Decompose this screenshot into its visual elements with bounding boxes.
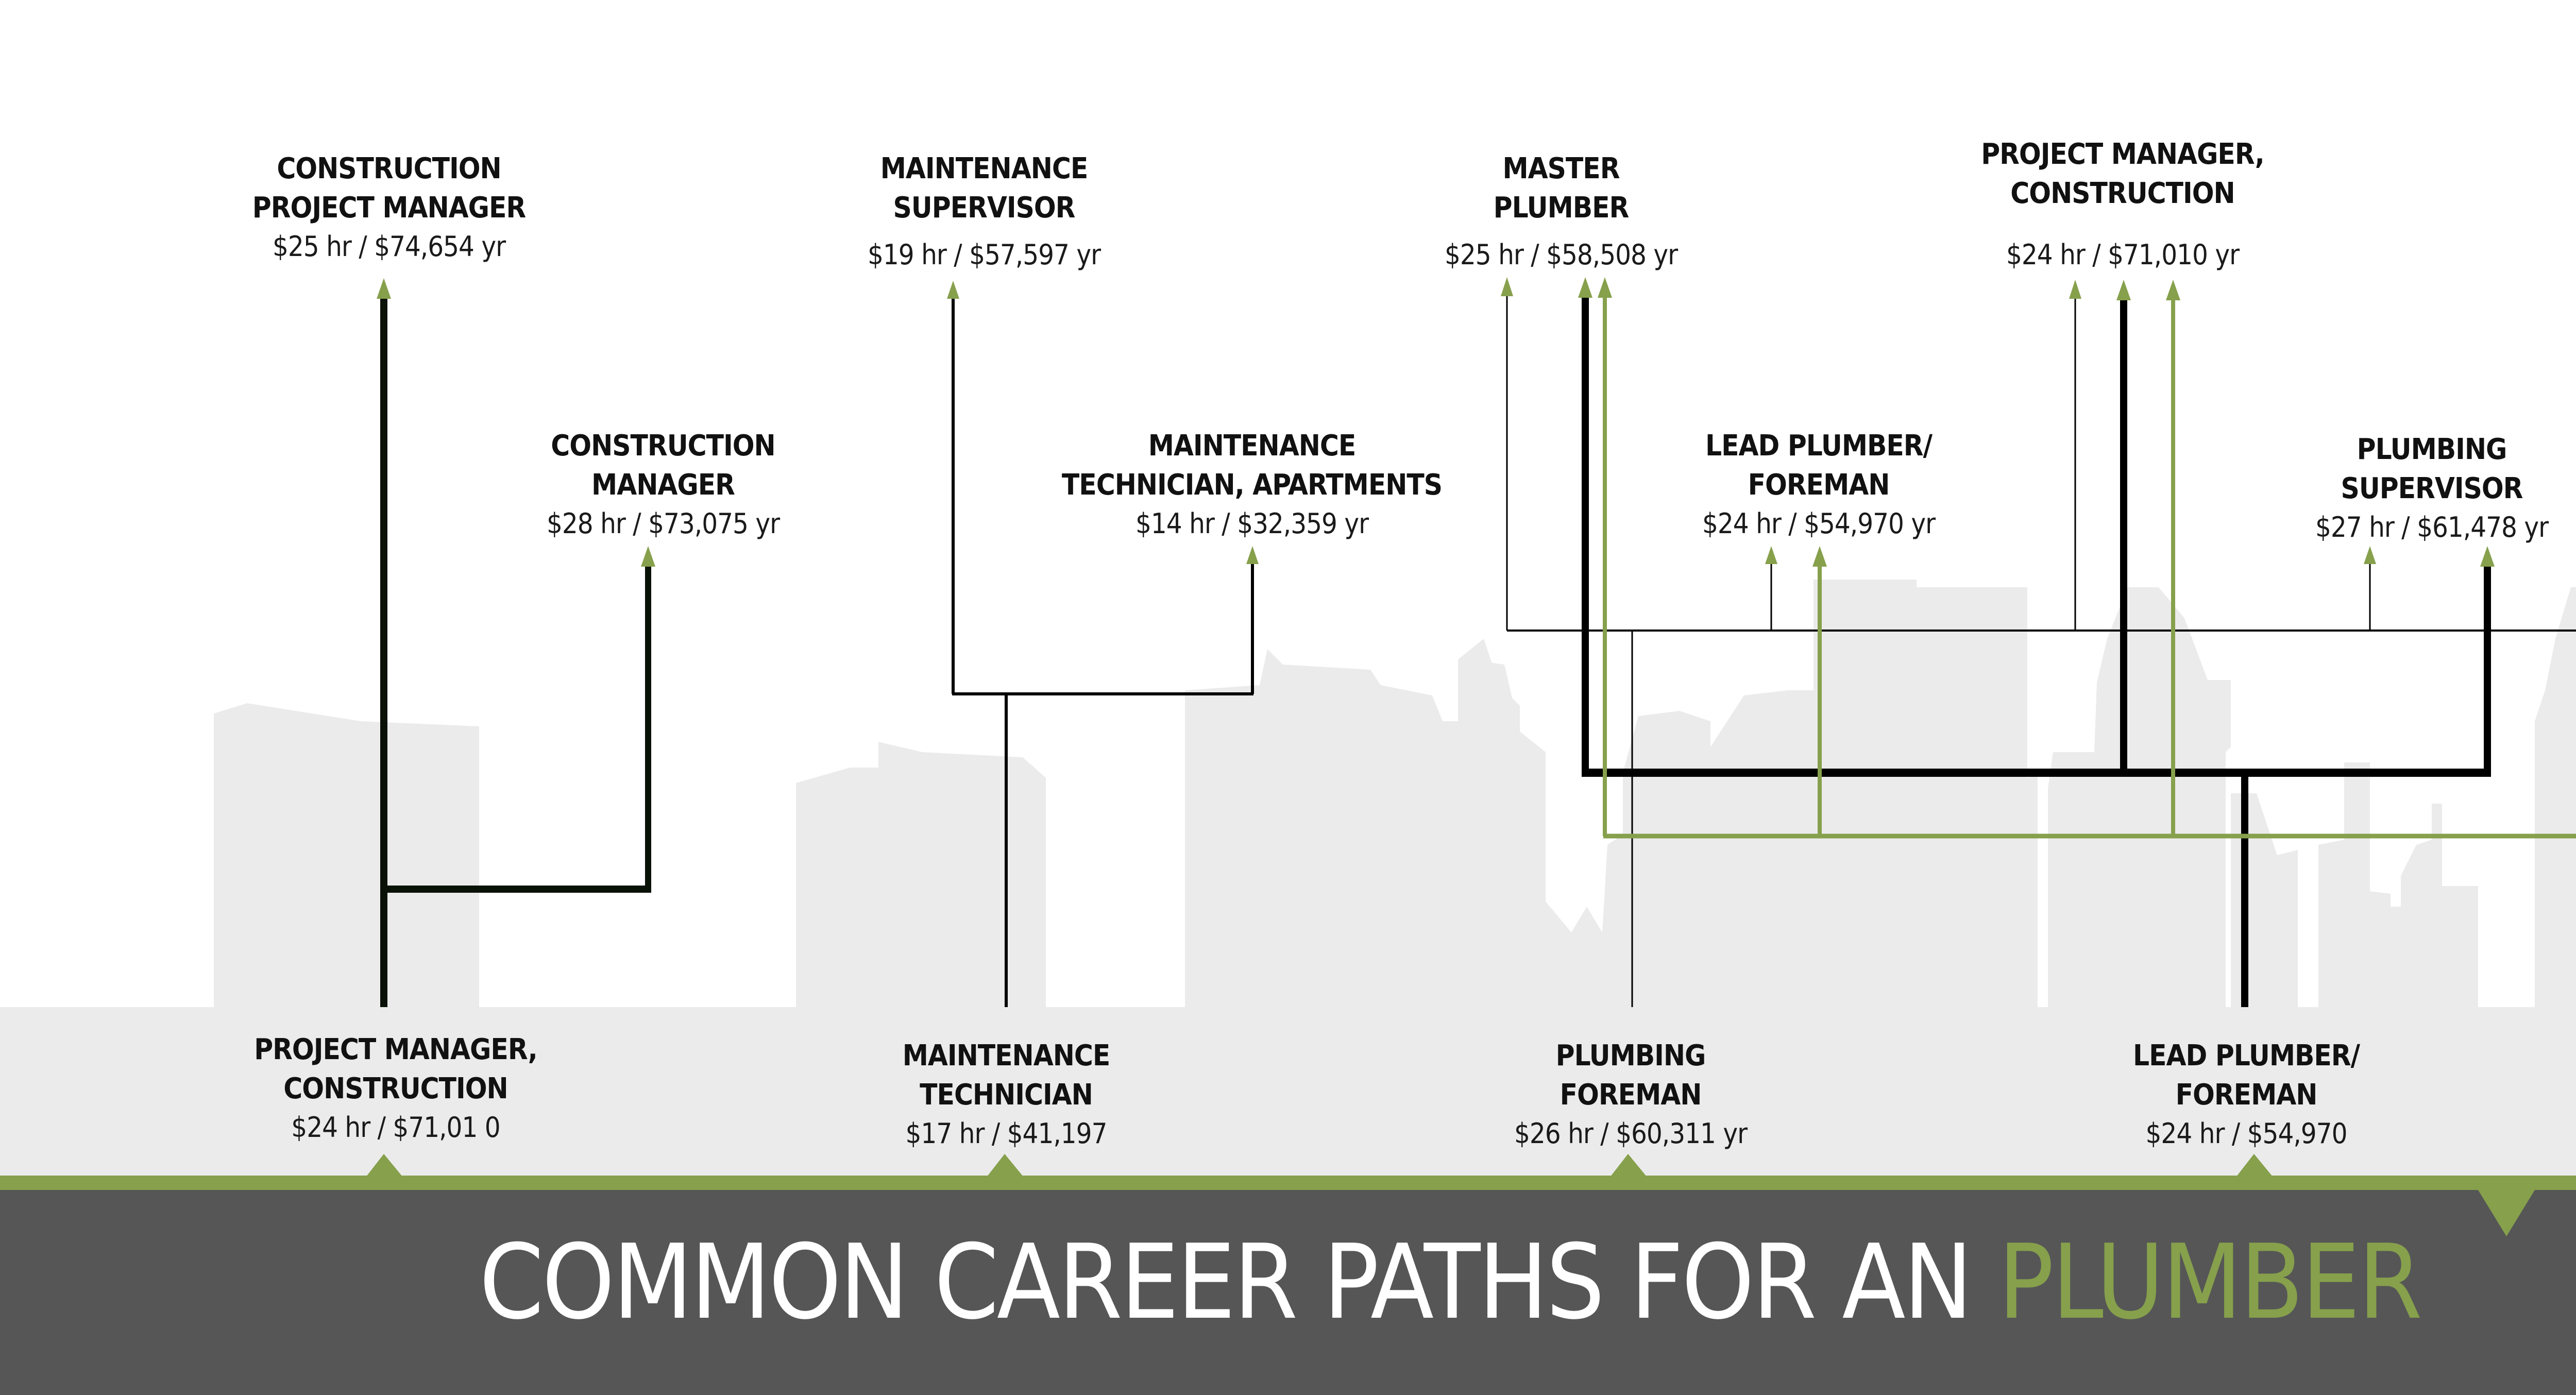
node-plumbing-supervisor: PLUMBING SUPERVISOR $27 hr / $61,478 yr: [2315, 430, 2549, 547]
path-lines-plumbing-foreman: [1501, 277, 2576, 1007]
start-node-plumbing-foreman: PLUMBING FOREMAN $26 hr / $60,311 yr: [1514, 1036, 1748, 1153]
node-title-line2: SUPERVISOR: [893, 191, 1076, 225]
bottom-band: [0, 1154, 2576, 1395]
node-title-line2: SUPERVISOR: [2341, 472, 2523, 505]
title-highlight: PLUMBER: [1998, 1222, 2422, 1342]
node-title-line1: PLUMBING: [2357, 433, 2507, 466]
node-title-line2: FOREMAN: [1748, 468, 1890, 502]
node-salary: $25 hr / $74,654 yr: [272, 230, 506, 263]
node-salary: $24 hr / $54,970 yr: [1702, 507, 1936, 540]
node-title-line1: CONSTRUCTION: [277, 152, 501, 185]
node-salary: $25 hr / $58,508 yr: [1444, 239, 1678, 271]
node-title-line1: LEAD PLUMBER/: [1705, 429, 1933, 463]
start-node-project-manager-construction: PROJECT MANAGER, CONSTRUCTION $24 hr / $…: [254, 1030, 538, 1147]
node-title-line1: MAINTENANCE: [1148, 429, 1357, 463]
node-salary: $26 hr / $60,311 yr: [1514, 1117, 1748, 1150]
node-title-line1: CONSTRUCTION: [551, 429, 775, 463]
node-title-line1: MAINTENANCE: [902, 1039, 1111, 1073]
page-title: COMMON CAREER PATHS FOR AN PLUMBER: [479, 1221, 2422, 1345]
path-lines-plumber-pipefitter: [1598, 277, 2576, 839]
node-title-line1: PROJECT MANAGER,: [254, 1033, 538, 1066]
node-lead-plumber-foreman-mid: LEAD PLUMBER/ FOREMAN $24 hr / $54,970 y…: [1702, 427, 1936, 543]
node-title-line1: LEAD PLUMBER/: [2133, 1039, 2360, 1073]
node-title-line2: FOREMAN: [1560, 1078, 1702, 1112]
path-lines-maintenance: [947, 281, 1259, 1007]
node-project-manager-construction-top: PROJECT MANAGER, CONSTRUCTION $24 hr / $…: [1981, 135, 2265, 274]
node-maintenance-supervisor: MAINTENANCE SUPERVISOR $19 hr / $57,597 …: [867, 149, 1101, 274]
node-salary: $14 hr / $32,359 yr: [1135, 507, 1369, 540]
start-node-lead-plumber-foreman: LEAD PLUMBER/ FOREMAN $24 hr / $54,970: [2133, 1036, 2360, 1153]
node-salary: $19 hr / $57,597 yr: [867, 239, 1101, 271]
title-prefix: COMMON CAREER PATHS FOR AN: [479, 1222, 1998, 1342]
node-salary: $24 hr / $54,970: [2145, 1117, 2348, 1150]
node-salary: $24 hr / $71,01 0: [291, 1111, 500, 1144]
node-maintenance-technician-apartments: MAINTENANCE TECHNICIAN, APARTMENTS $14 h…: [1061, 427, 1443, 543]
node-master-plumber: MASTER PLUMBER $25 hr / $58,508 yr: [1444, 149, 1678, 274]
node-title-line1: MAINTENANCE: [880, 152, 1089, 185]
node-title-line2: CONSTRUCTION: [283, 1072, 508, 1105]
node-title-line2: FOREMAN: [2175, 1078, 2318, 1112]
node-title-line2: CONSTRUCTION: [2010, 177, 2235, 210]
path-lines-lead-plumber: [1578, 277, 2495, 1007]
node-construction-manager: CONSTRUCTION MANAGER $28 hr / $73,075 yr: [546, 427, 780, 543]
node-title-line2: PROJECT MANAGER: [252, 191, 526, 225]
start-node-maintenance-technician: MAINTENANCE TECHNICIAN $17 hr / $41,197: [902, 1036, 1111, 1153]
node-title-line2: MANAGER: [591, 468, 735, 502]
node-title-line1: MASTER: [1502, 152, 1620, 185]
node-title-line1: PROJECT MANAGER,: [1981, 138, 2265, 171]
node-construction-project-manager: CONSTRUCTION PROJECT MANAGER $25 hr / $7…: [252, 149, 526, 266]
node-salary: $17 hr / $41,197: [905, 1117, 1108, 1150]
node-title-line2: TECHNICIAN: [920, 1078, 1093, 1112]
node-title-line2: TECHNICIAN, APARTMENTS: [1061, 468, 1443, 502]
node-salary: $28 hr / $73,075 yr: [546, 507, 780, 540]
node-salary: $24 hr / $71,010 yr: [2006, 239, 2240, 271]
node-title-line2: PLUMBER: [1493, 191, 1630, 225]
path-lines-project-manager: [377, 278, 655, 1007]
node-salary: $27 hr / $61,478 yr: [2315, 511, 2549, 543]
node-title-line1: PLUMBING: [1555, 1039, 1706, 1073]
